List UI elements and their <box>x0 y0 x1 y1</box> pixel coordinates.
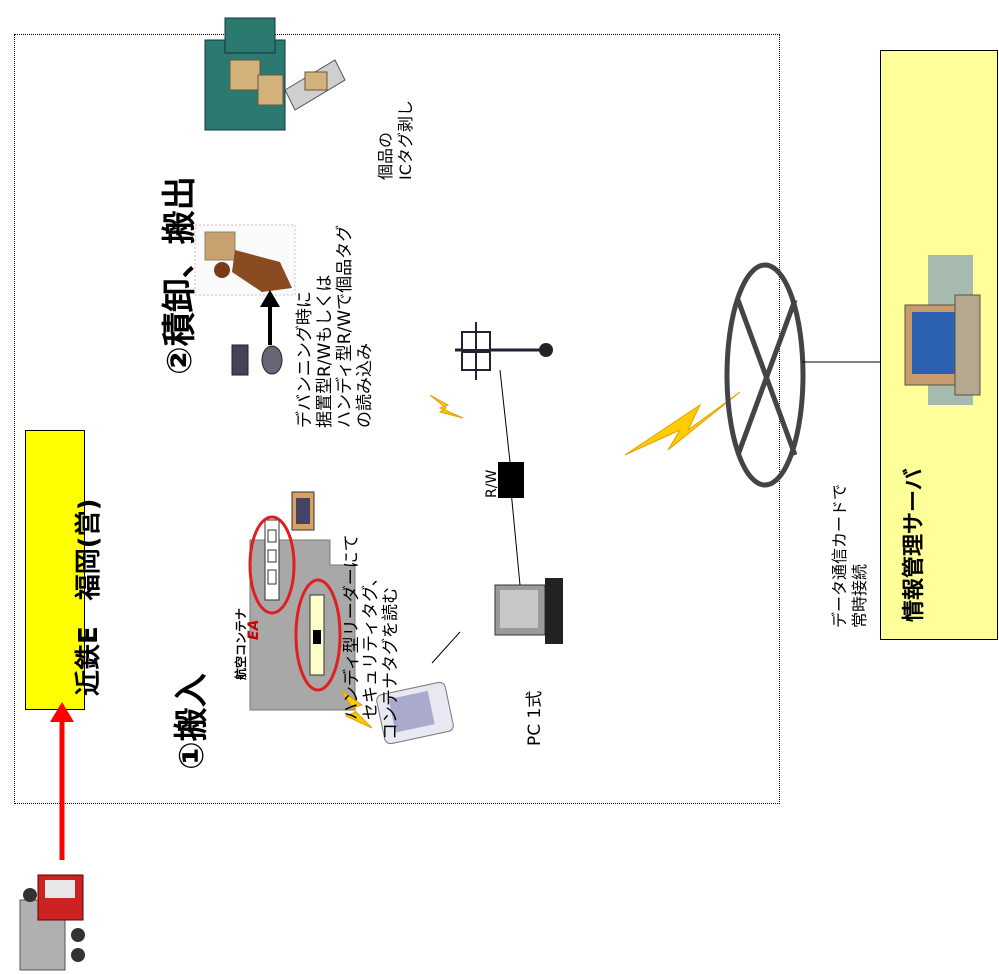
handy-reader-line1: ハンディ型リーダーにて <box>343 534 362 720</box>
red-truck-icon <box>20 875 85 970</box>
rw-label: R/W <box>484 470 500 498</box>
network-cross-icon <box>727 265 803 485</box>
worker-icon <box>195 225 295 295</box>
rw-device <box>498 462 524 498</box>
handy-reader-line2: セキュリティタグ、 <box>362 569 381 720</box>
lightning-bolt-icon <box>625 392 740 455</box>
handheld-rw-icon <box>232 345 248 375</box>
step1-heading: ①搬入 <box>164 673 213 770</box>
red-arrow <box>50 702 74 860</box>
step2-heading: ②積卸、搬出 <box>152 176 201 375</box>
pc-label: PC 1式 <box>520 691 545 746</box>
unloading-truck-icon <box>205 18 345 130</box>
reader-device-icon <box>292 492 314 530</box>
scanner-icon <box>262 346 282 374</box>
handy-reader-line3: コンテナタグを読む <box>382 587 401 740</box>
pc-icon <box>495 578 563 644</box>
lightning-bolt-icon <box>430 395 463 418</box>
air-container-label: 航空コンテナ <box>232 608 249 680</box>
data-comm-line2: 常時接続 <box>846 564 870 628</box>
server-label: 情報管理サーバ <box>896 468 928 622</box>
devanning-line2: 据置型R/Wもしくは <box>316 275 335 428</box>
server-computer-icon <box>905 255 980 405</box>
devanning-line3: ハンディ型R/Wで個品タグ <box>336 225 355 428</box>
devanning-line1: デバンニング時に <box>296 291 315 428</box>
tag-removal-line2: ICタグ剥し <box>392 100 416 180</box>
fixed-rw-antenna-icon <box>455 322 553 380</box>
site-label: 近鉄E 福岡(営) <box>68 498 105 696</box>
devanning-line4: の読み込み <box>356 343 375 428</box>
